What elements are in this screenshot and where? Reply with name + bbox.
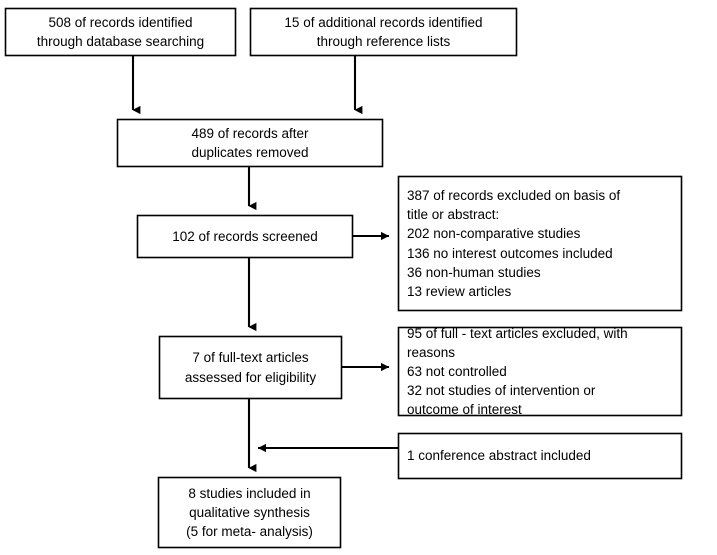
box-conference-abstract-included	[397, 432, 683, 480]
box-records-excluded	[397, 175, 683, 312]
box-records-screened	[136, 214, 354, 259]
box-records-identified-database	[4, 7, 237, 57]
box-full-text-assessed	[158, 335, 343, 400]
box-additional-records-reference-lists	[249, 7, 518, 57]
box-records-after-duplicates-removed	[116, 118, 384, 168]
box-full-text-excluded	[397, 326, 683, 417]
box-studies-included	[157, 476, 342, 549]
